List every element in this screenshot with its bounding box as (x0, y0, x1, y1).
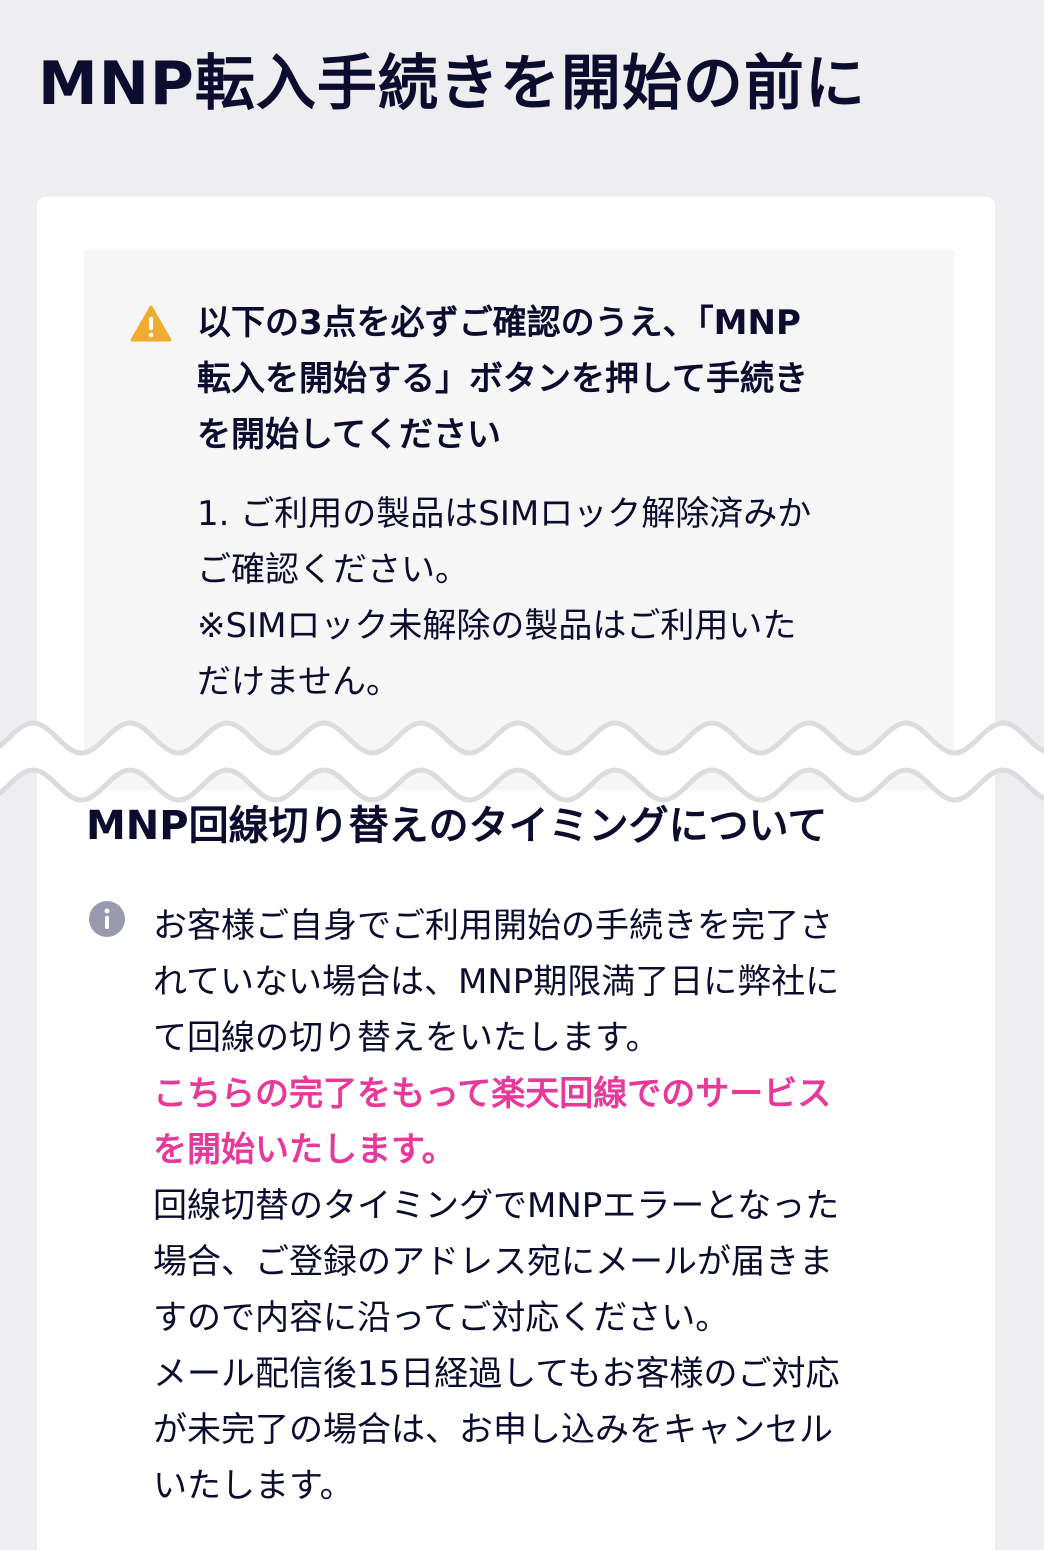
warning-text-line: 転入を開始する」ボタンを押して手続き (197, 359, 808, 399)
checklist-item-line: 1. ご利用の製品はSIMロック解除済みか (197, 494, 812, 534)
info-text-line: お客様ご自身でご利用開始の手続きを完了さ (153, 906, 833, 946)
info-text-line: すので内容に沿ってご対応ください。 (153, 1298, 730, 1338)
checklist-item-line: ご確認ください。 (197, 550, 469, 590)
warning-text-line: 以下の3点を必ずご確認のうえ、「MNP (197, 303, 801, 343)
highlight-text-line: を開始いたします。 (153, 1130, 456, 1170)
info-text-line: が未完了の場合は、お申し込みをキャンセル (153, 1410, 833, 1450)
warning-icon (130, 305, 172, 342)
timing-heading: MNP回線切り替えのタイミングについて (86, 803, 828, 849)
info-text-line: 回線切替のタイミングでMNPエラーとなった (153, 1186, 840, 1226)
warning-text-line: を開始してください (197, 415, 501, 455)
info-text-line: 場合、ご登録のアドレス宛にメールが届きま (153, 1242, 833, 1282)
info-text-line: いたします。 (153, 1466, 354, 1506)
wave-line-lower (0, 767, 1044, 803)
page-title: MNP転入手続きを開始の前に (38, 49, 866, 119)
info-text-line: れていない場合は、MNP期限満了日に弊社に (153, 962, 840, 1002)
highlight-text-line: こちらの完了をもって楽天回線でのサービス (153, 1074, 832, 1114)
notice-box (84, 250, 954, 810)
info-text-line: て回線の切り替えをいたします。 (153, 1018, 660, 1058)
checklist-item-line: だけません。 (197, 662, 400, 702)
page-break-wave (0, 720, 1044, 803)
wave-line-upper (0, 720, 1044, 756)
info-icon (89, 901, 125, 937)
timing-card (37, 790, 995, 1550)
info-text-line: メール配信後15日経過してもお客様のご対応 (153, 1354, 840, 1394)
checklist-item-line: ※SIMロック未解除の製品はご利用いた (197, 606, 797, 646)
